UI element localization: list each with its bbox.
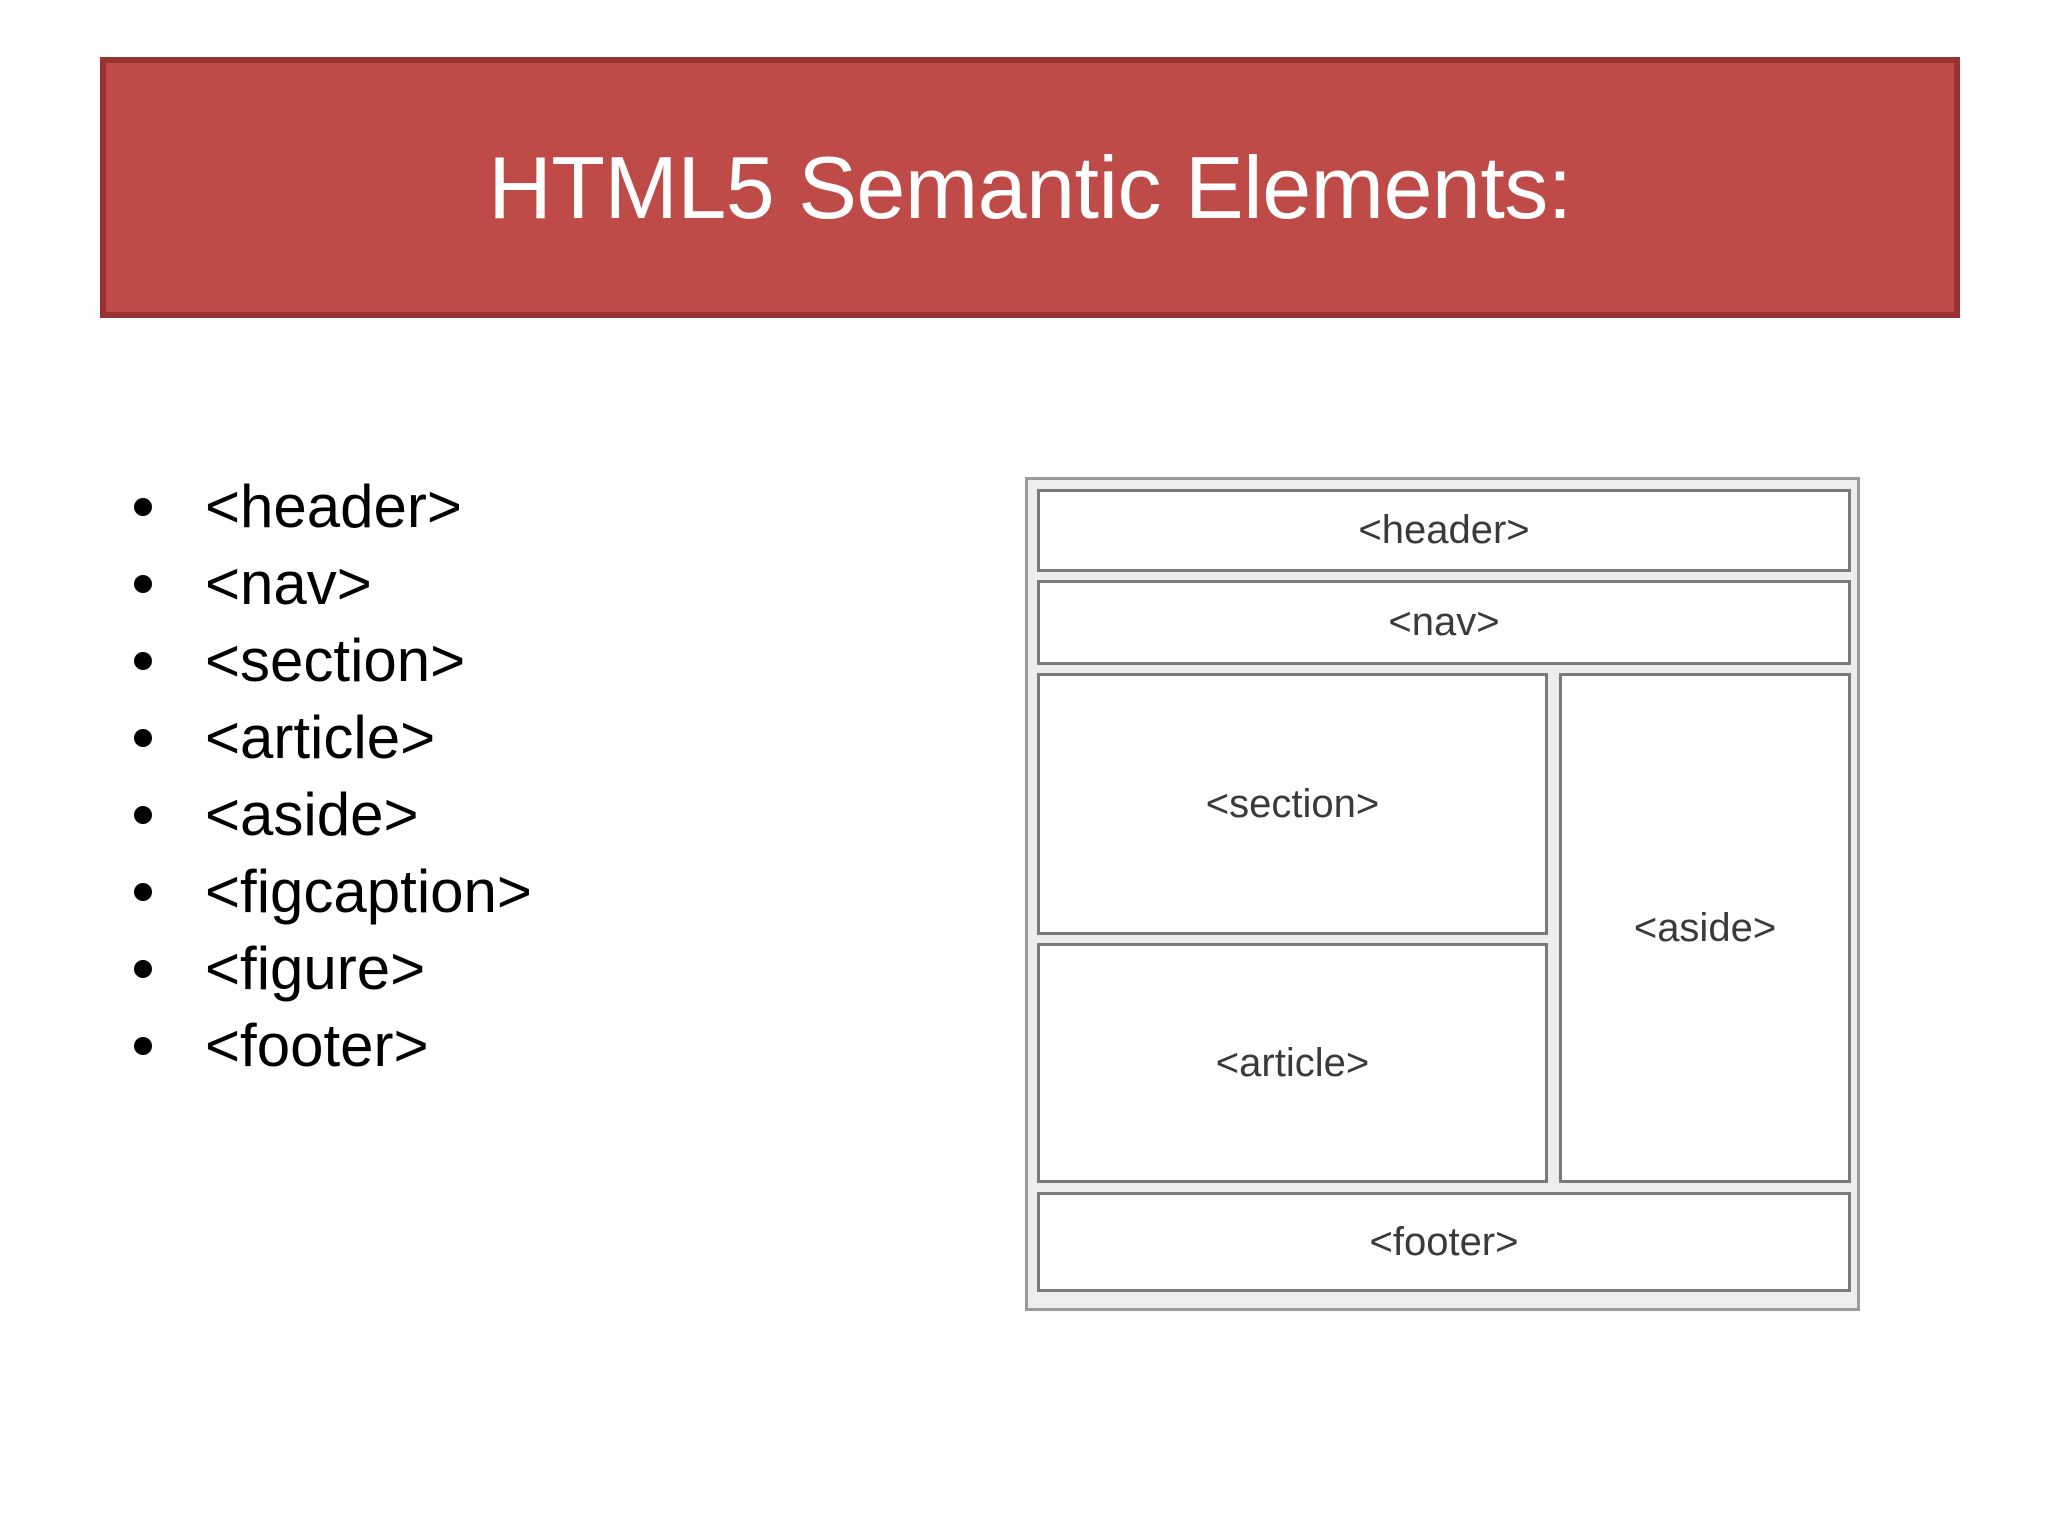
list-item: <footer> [120, 1007, 900, 1084]
list-item: <nav> [120, 545, 900, 622]
page-title: HTML5 Semantic Elements: [488, 137, 1572, 237]
diagram-box-nav-label: <nav> [1388, 600, 1500, 644]
bullet-dot-icon [134, 959, 152, 978]
list-item-label: <header> [205, 473, 462, 540]
list-item: <aside> [120, 776, 900, 853]
diagram-box-aside: <aside> [1559, 673, 1851, 1183]
list-item-label: <figcaption> [205, 858, 532, 925]
diagram-box-article: <article> [1037, 943, 1548, 1183]
diagram-box-footer: <footer> [1037, 1192, 1851, 1292]
list-item: <figcaption> [120, 853, 900, 930]
bullet-dot-icon [134, 805, 152, 824]
diagram-box-header-label: <header> [1358, 508, 1530, 552]
list-item: <article> [120, 699, 900, 776]
list-item: <header> [120, 468, 900, 545]
diagram-box-article-label: <article> [1215, 1040, 1370, 1085]
diagram-box-header: <header> [1037, 489, 1851, 572]
list-item-label: <nav> [205, 550, 372, 617]
list-item-label: <footer> [205, 1012, 429, 1079]
semantic-elements-list: <header> <nav> <section> <article> <asid… [120, 468, 900, 1084]
slide-title-banner: HTML5 Semantic Elements: [100, 57, 1960, 318]
bullet-dot-icon [134, 497, 152, 516]
list-item-label: <article> [205, 704, 436, 771]
list-item-label: <figure> [205, 935, 426, 1002]
list-item: <section> [120, 622, 900, 699]
diagram-box-footer-label: <footer> [1369, 1219, 1519, 1264]
diagram-box-nav: <nav> [1037, 580, 1851, 665]
bullet-dot-icon [134, 574, 152, 593]
page-layout-diagram: <header> <nav> <section> <article> <asid… [1025, 477, 1860, 1311]
bullet-dot-icon [134, 651, 152, 670]
bullet-dot-icon [134, 882, 152, 901]
diagram-box-aside-label: <aside> [1633, 905, 1777, 950]
diagram-box-section: <section> [1037, 673, 1548, 935]
list-item-label: <aside> [205, 781, 419, 848]
bullet-dot-icon [134, 728, 152, 747]
bullet-dot-icon [134, 1036, 152, 1055]
list-item: <figure> [120, 930, 900, 1007]
list-item-label: <section> [205, 627, 466, 694]
diagram-box-section-label: <section> [1205, 781, 1380, 826]
